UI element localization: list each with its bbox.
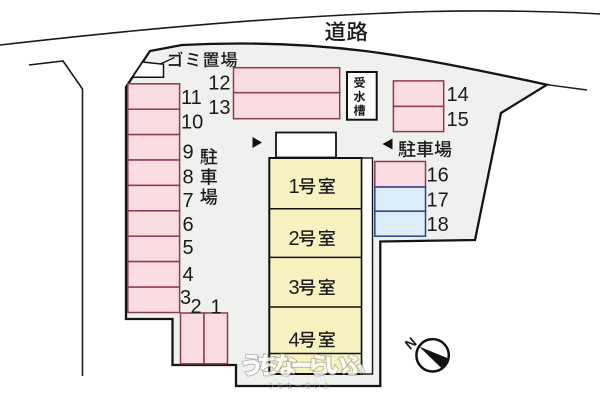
svg-text:10: 10 xyxy=(181,112,203,134)
svg-text:1: 1 xyxy=(289,176,300,198)
svg-text:13: 13 xyxy=(208,97,230,119)
svg-text:3: 3 xyxy=(180,287,191,309)
svg-text:17: 17 xyxy=(427,190,449,212)
svg-text:9: 9 xyxy=(183,142,194,164)
svg-text:16: 16 xyxy=(427,165,449,187)
svg-text:14: 14 xyxy=(447,84,469,106)
svg-text:2: 2 xyxy=(289,228,300,250)
svg-text:6: 6 xyxy=(183,214,194,236)
svg-text:4: 4 xyxy=(183,264,194,286)
svg-text:5: 5 xyxy=(183,237,194,259)
svg-text:3: 3 xyxy=(289,277,300,299)
svg-text:4: 4 xyxy=(289,329,300,351)
svg-text:1: 1 xyxy=(211,297,222,319)
svg-text:18: 18 xyxy=(427,214,449,236)
svg-text:8: 8 xyxy=(183,167,194,189)
svg-text:2: 2 xyxy=(191,296,202,318)
svg-text:15: 15 xyxy=(447,109,469,131)
svg-text:12: 12 xyxy=(208,73,230,95)
svg-text:11: 11 xyxy=(181,87,202,109)
svg-text:7: 7 xyxy=(183,190,194,212)
